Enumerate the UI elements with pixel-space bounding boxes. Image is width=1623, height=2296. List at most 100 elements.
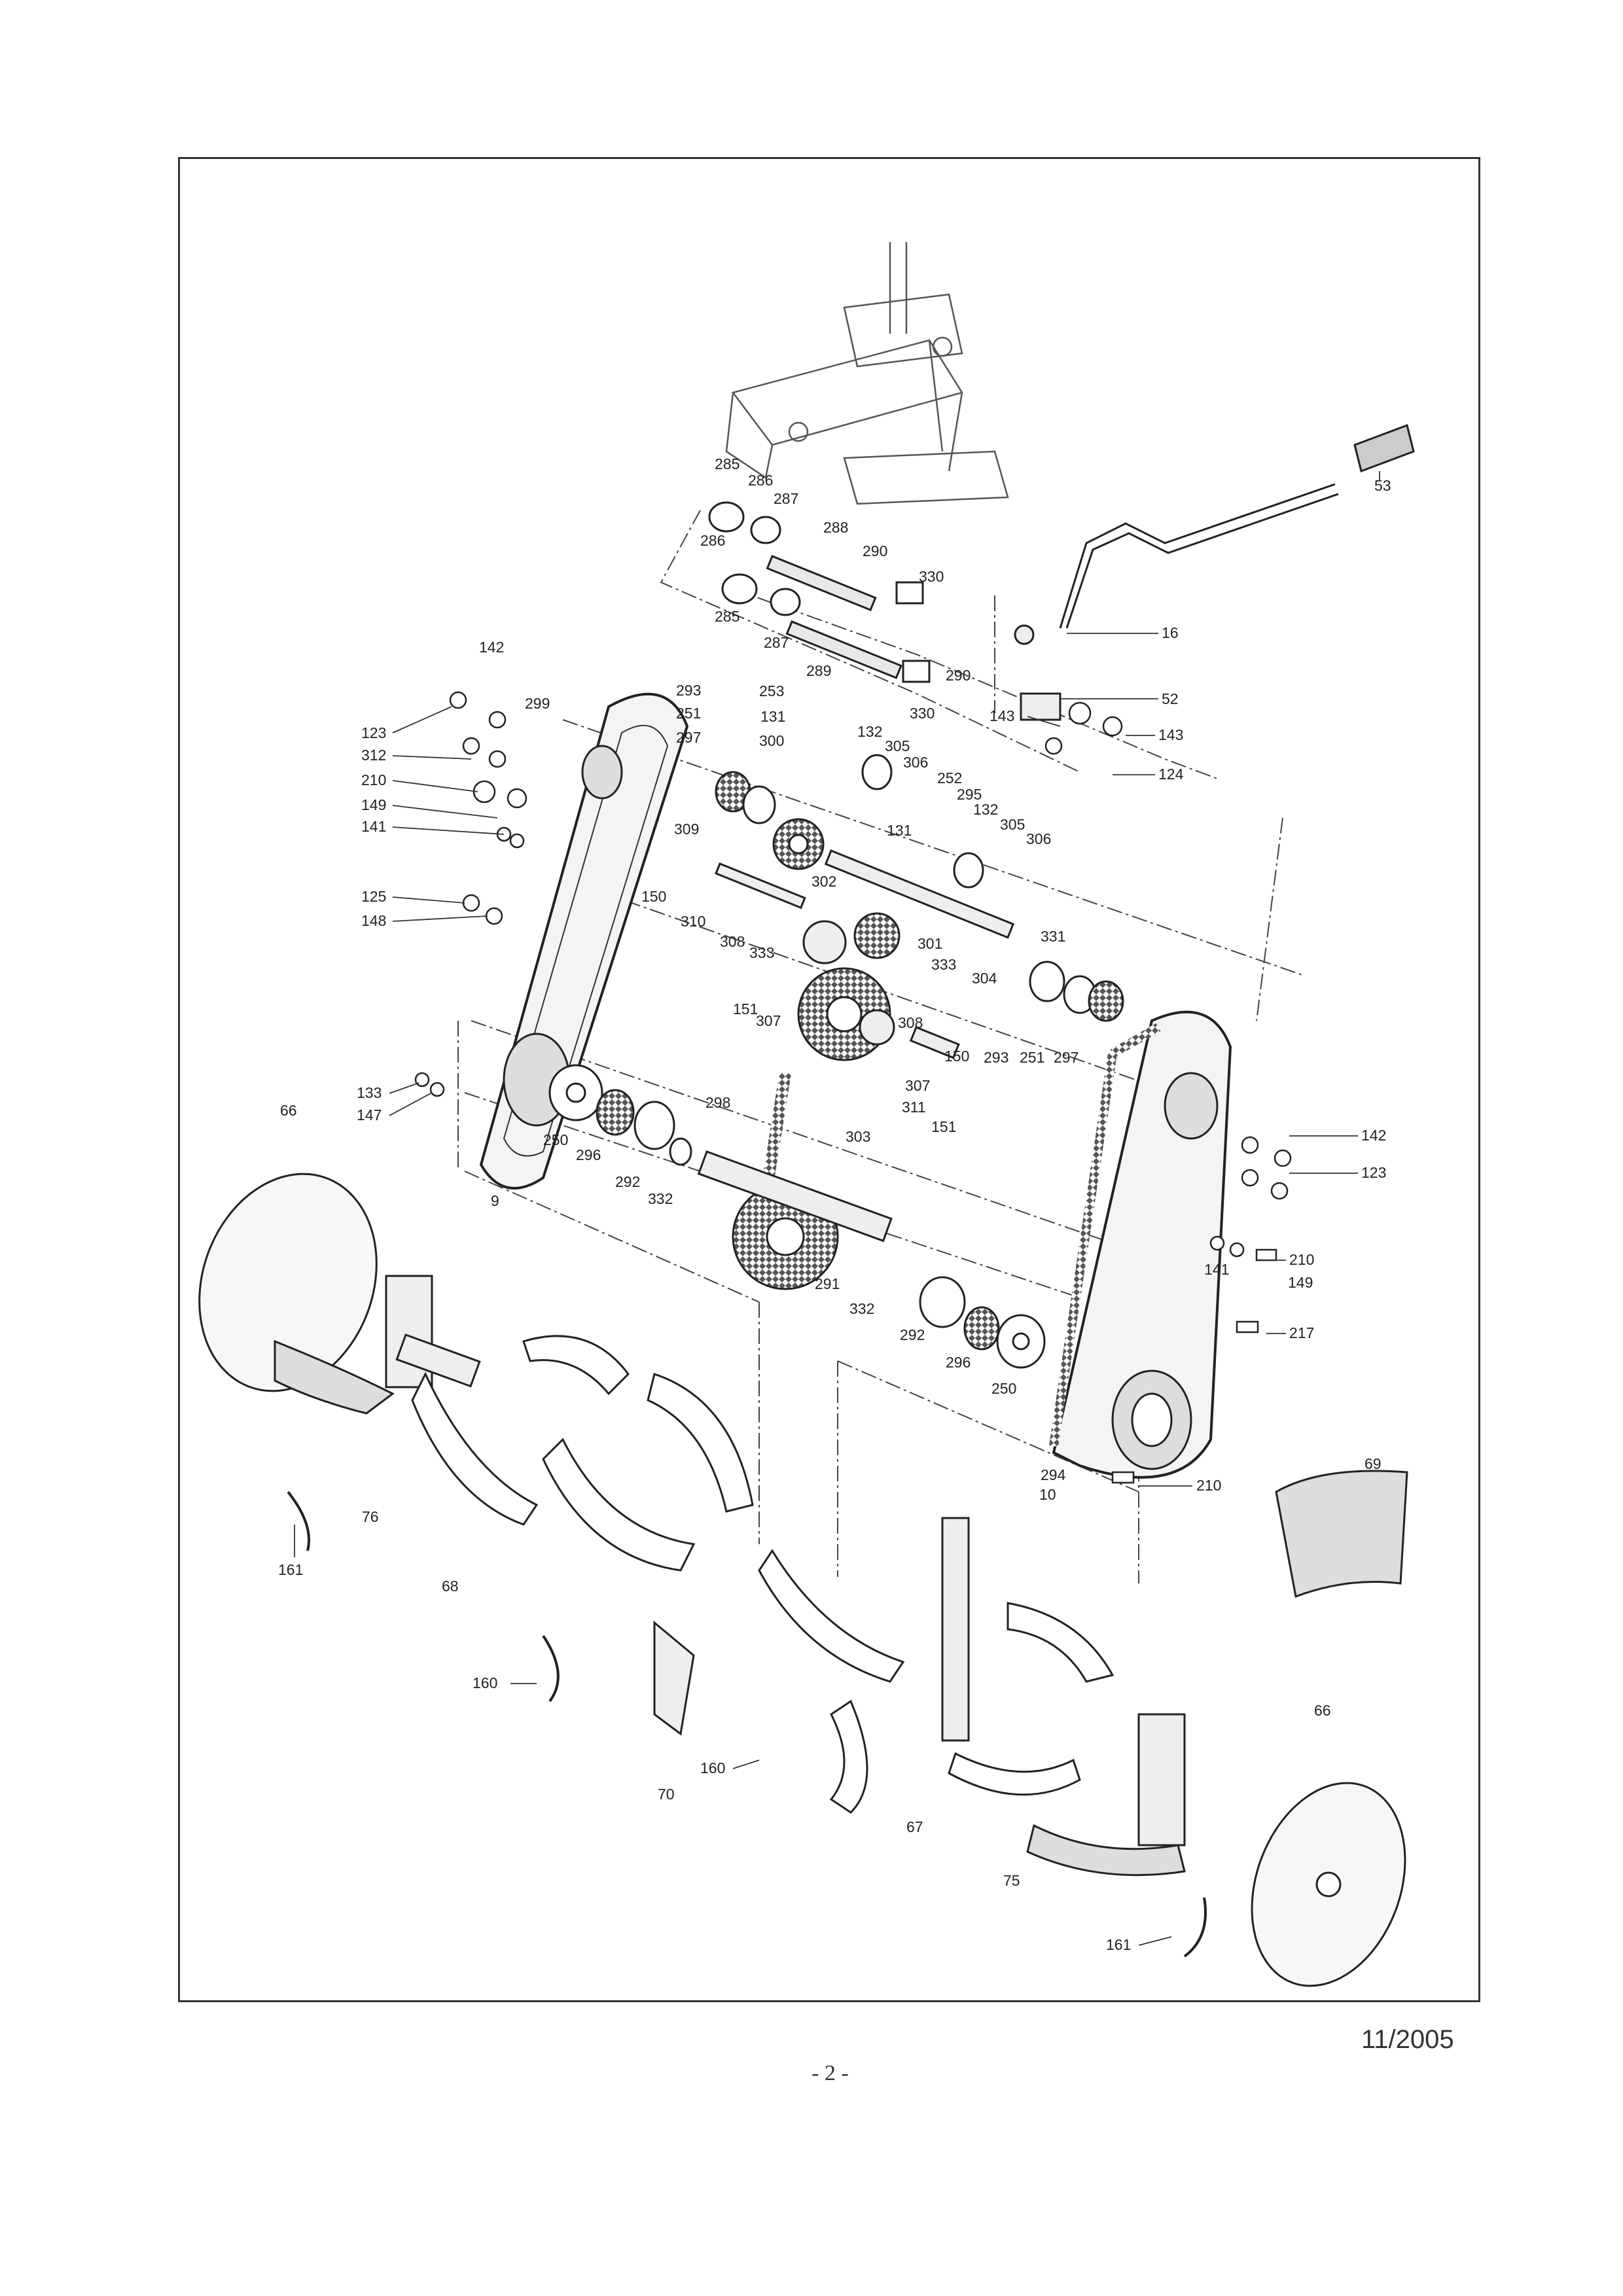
part-label: 9 <box>491 1192 499 1209</box>
part-label: 161 <box>1106 1936 1131 1953</box>
part-label: 161 <box>278 1561 303 1578</box>
part-label: 295 <box>957 786 982 803</box>
shafts <box>697 849 1015 1243</box>
part-label: 298 <box>705 1094 730 1111</box>
part-label: 123 <box>1361 1164 1386 1181</box>
part-label: 297 <box>1054 1049 1079 1066</box>
part-label: 286 <box>748 472 773 489</box>
part-label: 150 <box>944 1048 969 1065</box>
part-label: 125 <box>361 888 386 905</box>
part-label: 150 <box>641 888 666 905</box>
part-label: 285 <box>715 608 740 625</box>
part-label: 10 <box>1039 1486 1056 1503</box>
part-label: 143 <box>990 707 1014 724</box>
part-label: 306 <box>903 754 928 771</box>
part-label: 133 <box>357 1084 382 1101</box>
part-label: 141 <box>361 818 386 835</box>
left-tine-assembly <box>198 1173 754 1736</box>
part-label: 286 <box>700 532 725 549</box>
right-chain-case <box>1049 1010 1232 1479</box>
part-label: 332 <box>648 1190 673 1207</box>
part-label: 306 <box>1026 830 1051 847</box>
part-label: 66 <box>1314 1702 1331 1719</box>
shaft-288 <box>766 555 902 679</box>
part-label: 333 <box>749 944 774 961</box>
part-label: 307 <box>905 1077 930 1094</box>
part-label: 210 <box>1289 1251 1314 1268</box>
part-label: 253 <box>759 682 784 699</box>
part-label: 147 <box>357 1106 382 1123</box>
part-label: 310 <box>681 913 705 930</box>
part-label: 124 <box>1158 766 1184 783</box>
part-label: 307 <box>756 1012 781 1029</box>
part-label: 149 <box>1288 1274 1313 1291</box>
part-label: 291 <box>815 1275 840 1292</box>
part-label: 52 <box>1162 690 1179 707</box>
part-label: 332 <box>849 1300 874 1317</box>
part-label: 287 <box>764 634 789 651</box>
part-labels: 285 286 287 288 286 290 330 285 287 289 … <box>278 455 1391 1953</box>
shift-lever <box>1014 424 1415 721</box>
part-label: 305 <box>885 737 910 754</box>
part-label: 142 <box>479 639 504 656</box>
part-label: 304 <box>972 970 997 987</box>
revision-date: 11/2005 <box>1361 2025 1454 2054</box>
part-label: 151 <box>733 1000 758 1017</box>
bushings-285-287 <box>708 501 931 683</box>
part-label: 290 <box>863 542 887 559</box>
part-label: 308 <box>720 933 745 950</box>
part-label: 217 <box>1289 1324 1314 1341</box>
part-label: 141 <box>1204 1261 1229 1278</box>
part-label: 331 <box>1041 928 1065 945</box>
part-label: 210 <box>361 771 386 788</box>
part-label: 252 <box>937 769 962 786</box>
part-label: 330 <box>910 705 935 722</box>
right-tine-assembly <box>758 1470 1408 1987</box>
part-label: 301 <box>918 935 942 952</box>
part-label: 149 <box>361 796 386 813</box>
part-label: 76 <box>362 1508 379 1525</box>
part-label: 143 <box>1158 726 1183 743</box>
page-number: - 2 - <box>812 2061 849 2085</box>
part-label: 308 <box>898 1014 923 1031</box>
leader-lines <box>294 471 1380 1946</box>
part-label: 251 <box>1020 1049 1044 1066</box>
part-label: 68 <box>442 1578 459 1595</box>
part-label: 305 <box>1000 816 1025 833</box>
part-label: 292 <box>615 1173 640 1190</box>
part-label: 302 <box>812 873 836 890</box>
part-label: 160 <box>700 1759 725 1776</box>
part-label: 312 <box>361 747 386 764</box>
drawing-frame <box>178 157 1480 2002</box>
part-label: 132 <box>973 801 998 818</box>
left-chain-case <box>479 692 689 1190</box>
part-label: 285 <box>715 455 740 472</box>
part-label: 250 <box>991 1380 1016 1397</box>
part-label: 67 <box>906 1818 923 1835</box>
part-label: 123 <box>361 724 386 741</box>
part-label: 289 <box>806 662 831 679</box>
part-label: 160 <box>473 1674 497 1691</box>
part-label: 75 <box>1003 1872 1020 1889</box>
part-label: 210 <box>1196 1477 1221 1494</box>
part-label: 69 <box>1364 1455 1382 1472</box>
part-label: 132 <box>857 723 882 740</box>
part-label: 251 <box>676 705 701 722</box>
part-label: 53 <box>1374 477 1391 494</box>
part-label: 299 <box>525 695 550 712</box>
part-label: 148 <box>361 912 386 929</box>
part-label: 290 <box>946 667 971 684</box>
part-label: 297 <box>676 729 701 746</box>
part-label: 70 <box>658 1786 675 1803</box>
part-label: 287 <box>774 490 798 507</box>
part-label: 300 <box>759 732 784 749</box>
part-label: 66 <box>280 1102 297 1119</box>
part-label: 16 <box>1162 624 1179 641</box>
part-label: 296 <box>576 1146 601 1163</box>
part-label: 293 <box>676 682 701 699</box>
part-label: 333 <box>931 956 956 973</box>
part-label: 296 <box>946 1354 971 1371</box>
part-label: 131 <box>760 708 785 725</box>
part-label: 309 <box>674 821 699 838</box>
